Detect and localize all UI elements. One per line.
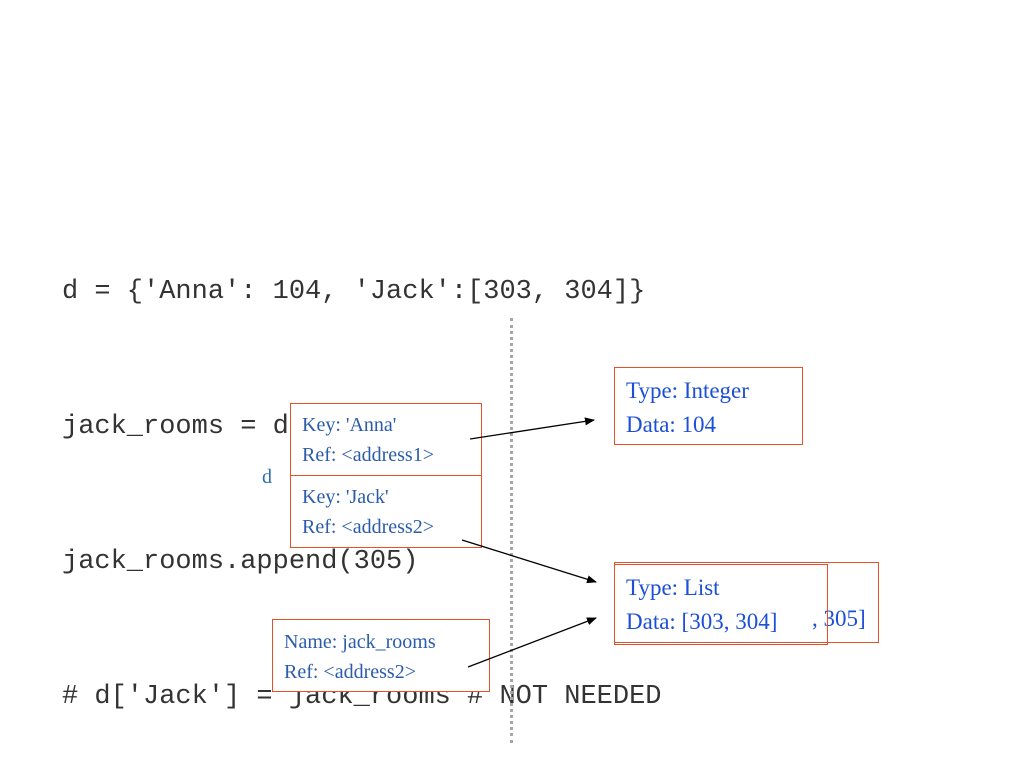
code-line: jack_rooms.append(305): [62, 547, 419, 577]
dict-entry-anna: Key: 'Anna' Ref: <address1>: [290, 403, 482, 476]
dotted-divider: [510, 318, 513, 743]
jack-rooms-ref: Ref: <address2>: [284, 661, 416, 683]
arrow-jack-to-list: [461, 539, 597, 584]
list-type: Type: List: [626, 575, 720, 600]
integer-type: Type: Integer: [626, 378, 749, 403]
list-data: Data: [303, 304]: [626, 605, 778, 639]
anna-key: Key: 'Anna': [302, 414, 397, 436]
arrow-anna-to-integer: [469, 417, 595, 440]
jack-rooms-name: Name: jack_rooms: [284, 631, 436, 653]
arrow-jack-rooms-to-list: [467, 617, 597, 668]
dict-label: d: [262, 466, 272, 488]
jack-rooms-variable: Name: jack_rooms Ref: <address2>: [272, 619, 490, 692]
integer-object: Type: Integer Data: 104: [614, 367, 803, 445]
anna-ref: Ref: <address1>: [302, 444, 434, 466]
code-line: d = {'Anna': 104, 'Jack':[303, 304]}: [62, 277, 646, 307]
list-object: Type: List Data: [303, 304]: [614, 564, 828, 645]
dict-entry-jack: Key: 'Jack' Ref: <address2>: [290, 475, 482, 548]
list-data-tail: , 305]: [812, 606, 866, 631]
integer-data: Data: 104: [626, 412, 717, 437]
jack-key: Key: 'Jack': [302, 486, 389, 508]
jack-ref: Ref: <address2>: [302, 516, 434, 538]
